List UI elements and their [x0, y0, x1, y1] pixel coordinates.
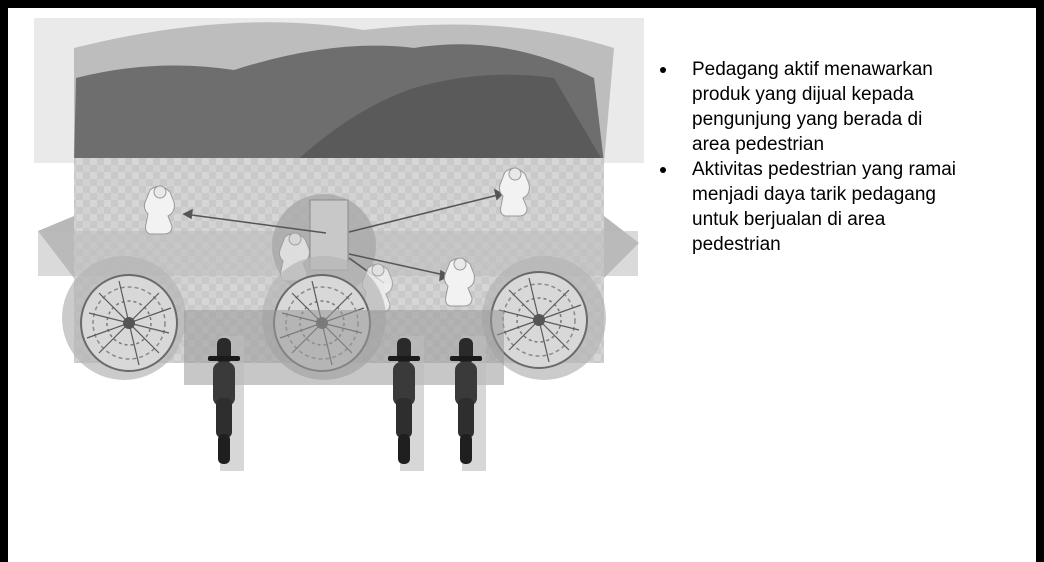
bullet-text: Pedagang aktif menawarkan produk yang di… — [692, 59, 933, 155]
bullet-item: Pedagang aktif menawarkan produk yang di… — [660, 57, 960, 157]
street-scene-illustration — [34, 18, 644, 473]
bullet-dot-icon — [660, 167, 666, 173]
bullet-text: Aktivitas pedestrian yang ramai menjadi … — [692, 159, 956, 255]
bullet-item: Aktivitas pedestrian yang ramai menjadi … — [660, 157, 960, 257]
bullet-dot-icon — [660, 67, 666, 73]
bullet-list: Pedagang aktif menawarkan produk yang di… — [660, 57, 960, 257]
